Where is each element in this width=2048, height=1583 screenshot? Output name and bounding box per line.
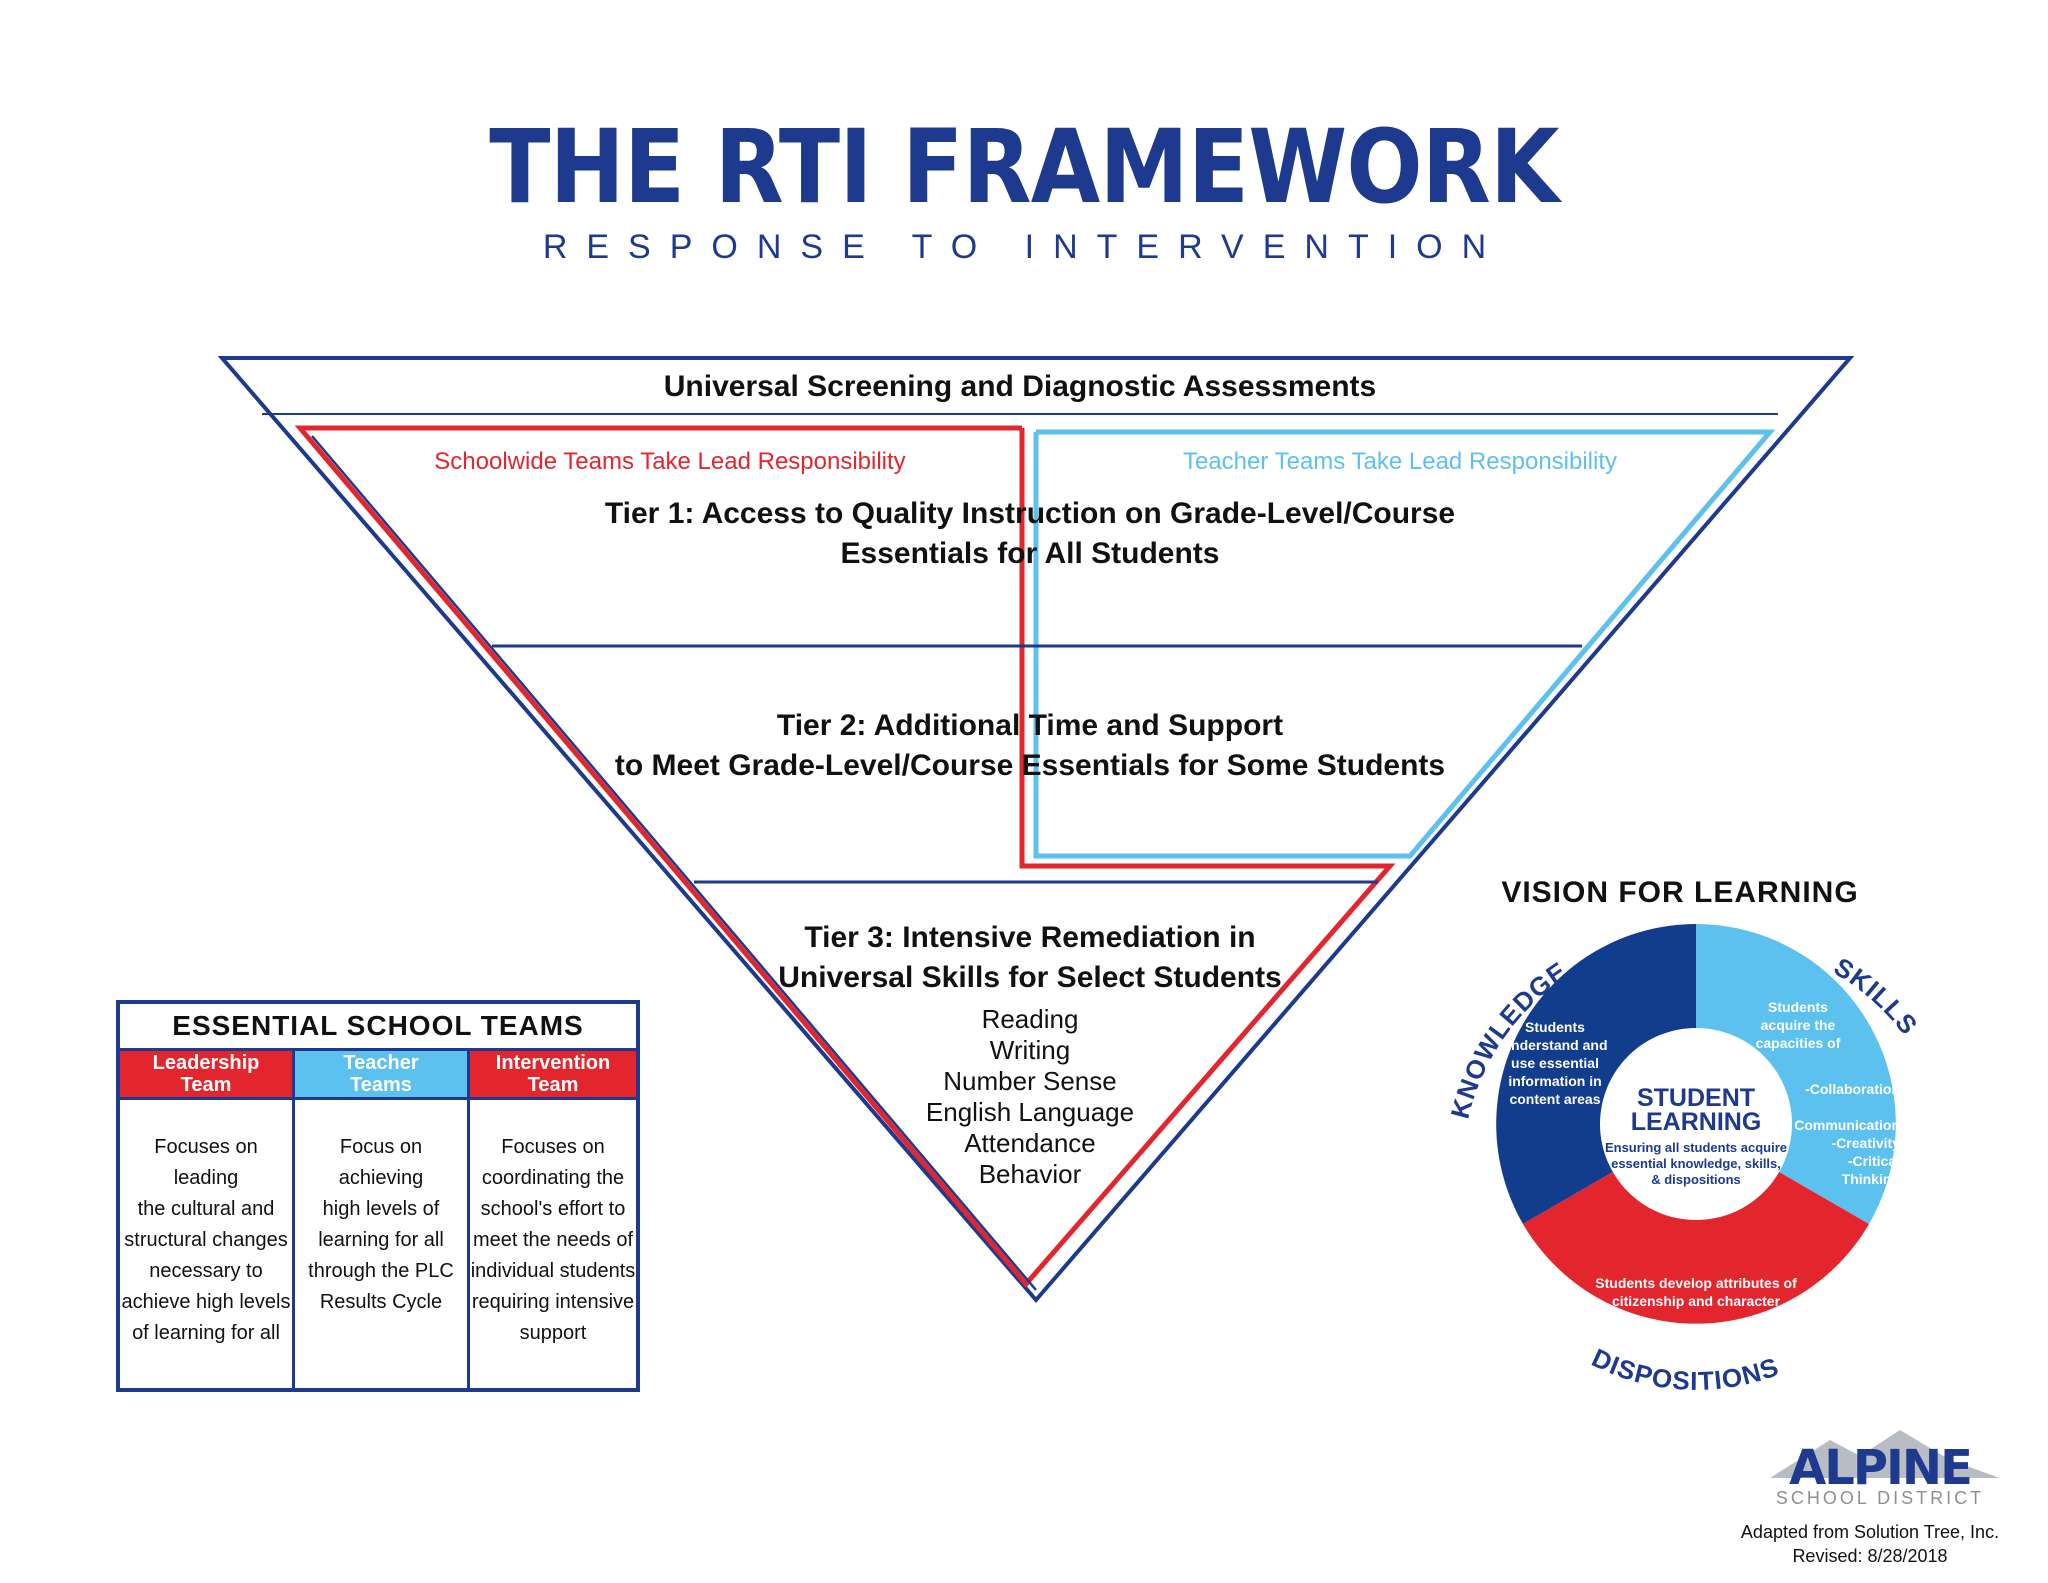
- teams-table-title: ESSENTIAL SCHOOL TEAMS: [172, 1010, 584, 1041]
- wheel-line: -Collaboration: [1805, 1081, 1900, 1097]
- pyramid-outline: [217, 356, 1855, 1304]
- tier2-line1: Tier 2: Additional Time and Support: [776, 709, 1284, 742]
- intervention-team-description: Focuses on coordinating the school's eff…: [470, 1132, 636, 1349]
- desc-line: Focuses on leading: [154, 1136, 258, 1189]
- desc-line: coordinating the: [481, 1167, 625, 1189]
- desc-line: high levels of: [322, 1198, 440, 1220]
- desc-line: the cultural and: [137, 1198, 275, 1220]
- desc-line: individual students: [470, 1260, 636, 1282]
- knowledge-description: Students understand and use essential in…: [1480, 1018, 1630, 1108]
- teacher-region: [1033, 429, 1776, 859]
- desc-line: Results Cycle: [319, 1291, 443, 1313]
- tier3-label: Tier 3: Intensive Remediation in Univers…: [690, 918, 1370, 998]
- desc-line: necessary to: [149, 1260, 263, 1282]
- intervention-head-line1: Intervention: [495, 1052, 611, 1074]
- student-learning-center: [1600, 1028, 1792, 1220]
- desc-line: school's effort to: [480, 1198, 626, 1220]
- desc-line: structural changes: [124, 1229, 288, 1251]
- wheel-line: understand and: [1502, 1037, 1608, 1053]
- desc-line: achieve high levels: [121, 1291, 291, 1313]
- skill-item: Writing: [989, 1035, 1071, 1065]
- schoolwide-region: [294, 425, 1396, 1288]
- skill-item: Number Sense: [943, 1066, 1117, 1096]
- skill-item: Reading: [981, 1004, 1079, 1034]
- skill-item: Attendance: [964, 1128, 1096, 1158]
- revised-date: Revised: 8/28/2018: [1792, 1546, 1948, 1566]
- wheel-line: -Communication: [1794, 1099, 1900, 1133]
- skill-item: English Language: [925, 1097, 1135, 1127]
- wheel-line: use essential: [1511, 1055, 1599, 1071]
- wheel-line: Students: [1525, 1019, 1585, 1035]
- page-title: THE RTI FRAMEWORK: [489, 108, 1559, 227]
- column-divider: [467, 1048, 470, 1392]
- center-text-line: essential knowledge, skills,: [1611, 1156, 1781, 1171]
- schoolwide-lead-label: Schoolwide Teams Take Lead Responsibilit…: [434, 448, 906, 475]
- skill-item: Behavior: [978, 1159, 1082, 1189]
- student-learning-title: STUDENT LEARNING: [1596, 1084, 1796, 1136]
- student-learning-text: Ensuring all students acquire essential …: [1596, 1140, 1796, 1188]
- inner-left-edge: [311, 435, 1037, 1291]
- intervention-head-line2: Team: [527, 1074, 579, 1096]
- wheel-line: content areas: [1509, 1091, 1601, 1107]
- desc-line: meet the needs of: [472, 1229, 634, 1251]
- desc-line: through the PLC: [308, 1260, 454, 1282]
- tier3-line2: Universal Skills for Select Students: [778, 961, 1282, 994]
- alpine-logo: ALPINE: [1789, 1440, 1973, 1496]
- page-subtitle: RESPONSE TO INTERVENTION: [542, 228, 1506, 266]
- wheel-line: Thinking: [1841, 1171, 1900, 1187]
- tier3-skills-list: Reading Writing Number Sense English Lan…: [850, 1004, 1210, 1190]
- wheel-line: -Critical: [1847, 1153, 1900, 1169]
- tier1-line1: Tier 1: Access to Quality Instruction on…: [604, 497, 1456, 530]
- teacher-teams-description: Focus on achieving high levels of learni…: [295, 1132, 467, 1318]
- wheel-line: Students develop attributes of: [1595, 1275, 1797, 1291]
- desc-line: learning for all: [318, 1229, 444, 1251]
- wheel-line: information in: [1508, 1073, 1602, 1089]
- desc-line: Focus on achieving: [338, 1136, 424, 1189]
- tier1-label: Tier 1: Access to Quality Instruction on…: [560, 494, 1500, 574]
- credit-line: Adapted from Solution Tree, Inc.: [1740, 1522, 2000, 1542]
- leadership-head-line1: Leadership: [152, 1052, 260, 1074]
- center-text-line: Ensuring all students acquire: [1604, 1140, 1788, 1155]
- desc-line: of learning for all: [132, 1322, 280, 1344]
- screening-label: Universal Screening and Diagnostic Asses…: [663, 370, 1377, 403]
- dispositions-segment: [1523, 1124, 1869, 1324]
- teacher-head-line2: Teams: [350, 1074, 412, 1096]
- leadership-head-line2: Team: [180, 1074, 232, 1096]
- wheel-line: -Creativity: [1831, 1135, 1900, 1151]
- desc-line: Focuses on: [501, 1136, 605, 1158]
- center-title-line: STUDENT: [1636, 1084, 1756, 1112]
- tier2-line2: to Meet Grade-Level/Course Essentials fo…: [614, 749, 1446, 782]
- dispositions-description: Students develop attributes of citizensh…: [1570, 1274, 1822, 1310]
- tier3-line1: Tier 3: Intensive Remediation in: [804, 921, 1256, 954]
- column-divider: [292, 1048, 295, 1392]
- teacher-head-line1: Teacher: [343, 1052, 419, 1074]
- credits: Adapted from Solution Tree, Inc. Revised…: [1680, 1520, 2048, 1568]
- wheel-line: citizenship and character: [1611, 1293, 1781, 1309]
- alpine-logo-subtitle: SCHOOL DISTRICT: [1775, 1488, 1985, 1508]
- tier2-label: Tier 2: Additional Time and Support to M…: [560, 706, 1500, 786]
- center-text-line: & dispositions: [1651, 1172, 1741, 1187]
- leadership-team-description: Focuses on leading the cultural and stru…: [120, 1132, 292, 1349]
- skills-list: -Collaboration -Communication -Creativit…: [1790, 1080, 1900, 1188]
- desc-line: requiring intensive: [471, 1291, 635, 1313]
- vision-title: VISION FOR LEARNING: [1501, 876, 1859, 909]
- teacher-lead-label: Teacher Teams Take Lead Responsibility: [1182, 448, 1618, 475]
- desc-line: support: [519, 1322, 587, 1344]
- wheel-line: acquire the: [1760, 1017, 1836, 1033]
- wheel-line: capacities of: [1755, 1035, 1841, 1051]
- center-title-line: LEARNING: [1630, 1108, 1762, 1136]
- skills-description: Students acquire the capacities of: [1718, 998, 1878, 1052]
- tier1-line2: Essentials for All Students: [840, 537, 1220, 570]
- wheel-line: Students: [1768, 999, 1828, 1015]
